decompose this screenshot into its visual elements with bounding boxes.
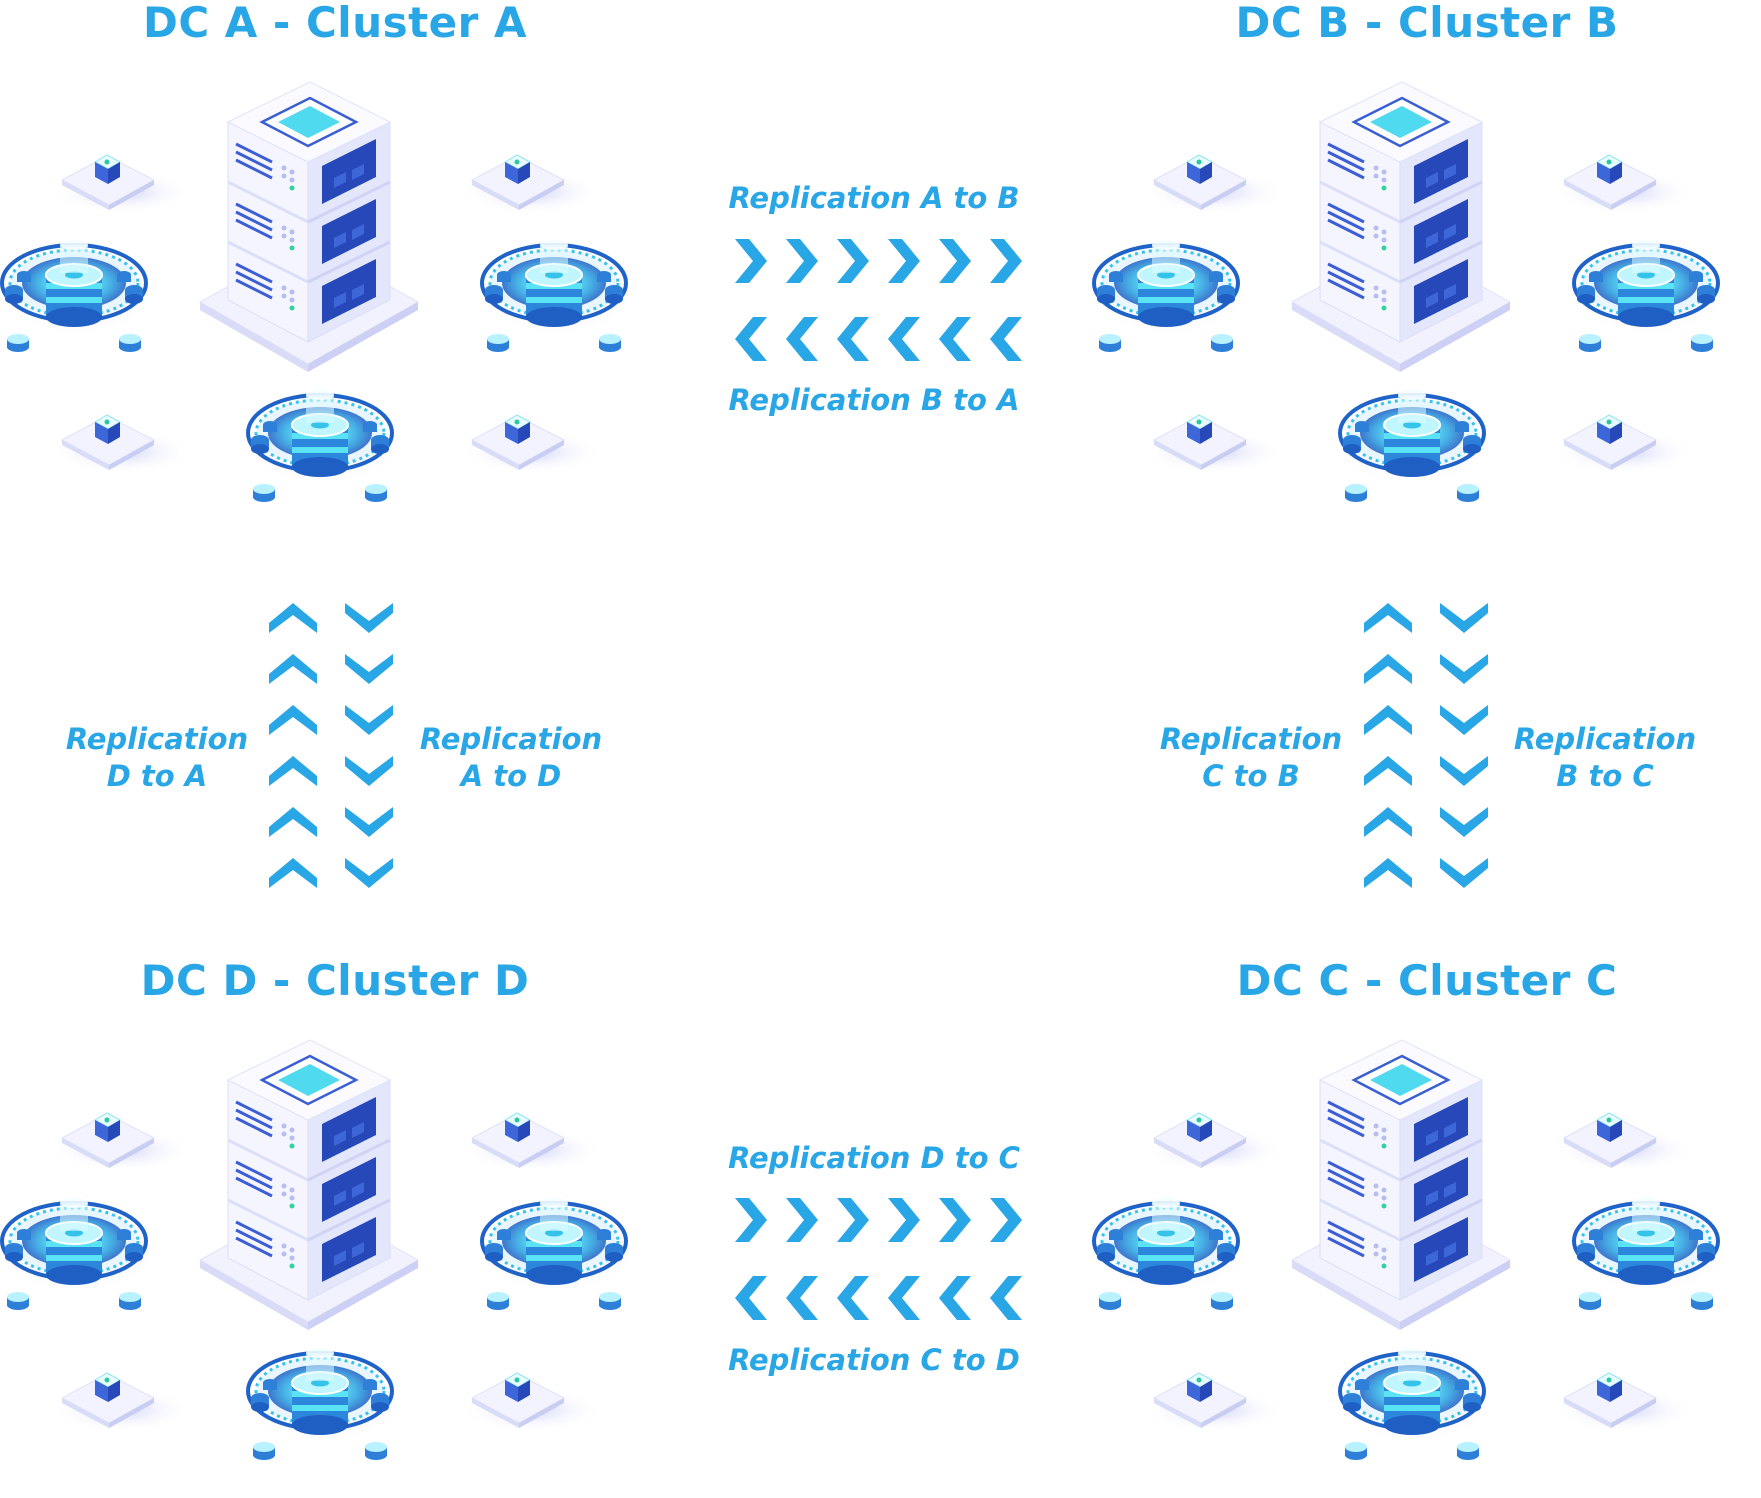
replication-c-to-b-label: Replication C to B bbox=[1159, 722, 1343, 793]
cluster-a-title: DC A - Cluster A bbox=[142, 0, 528, 47]
arrows-up-d-to-a-icon bbox=[269, 603, 317, 888]
cluster-d-title: DC D - Cluster D bbox=[140, 956, 530, 1005]
replication-a-to-d-label: Replication A to D bbox=[419, 722, 603, 793]
cluster-a-servers-icon bbox=[0, 0, 680, 560]
replication-d-to-a-label: Replication D to A bbox=[65, 722, 249, 793]
replication-d-to-c-label: Replication D to C bbox=[728, 1141, 1020, 1175]
replication-a-to-b-label: Replication A to B bbox=[728, 181, 1020, 215]
arrows-right-d-to-c-icon bbox=[735, 1198, 1022, 1242]
arrows-down-a-to-d-icon bbox=[345, 603, 393, 888]
replication-b-to-a-label: Replication B to A bbox=[728, 383, 1020, 417]
replication-b-to-c-label: Replication B to C bbox=[1513, 722, 1697, 793]
cluster-c-servers-icon bbox=[1092, 958, 1761, 1498]
cluster-c-title: DC C - Cluster C bbox=[1236, 956, 1618, 1005]
arrows-left-b-to-a-icon bbox=[735, 317, 1022, 361]
cluster-b-servers-icon bbox=[1092, 0, 1761, 560]
arrows-right-a-to-b-icon bbox=[735, 239, 1022, 283]
arrows-left-c-to-d-icon bbox=[735, 1276, 1022, 1320]
replication-c-to-d-label: Replication C to D bbox=[728, 1343, 1020, 1377]
cluster-b-title: DC B - Cluster B bbox=[1235, 0, 1619, 47]
cluster-d-servers-icon bbox=[0, 958, 680, 1498]
arrows-up-c-to-b-icon bbox=[1364, 603, 1412, 888]
arrows-down-b-to-c-icon bbox=[1440, 603, 1488, 888]
